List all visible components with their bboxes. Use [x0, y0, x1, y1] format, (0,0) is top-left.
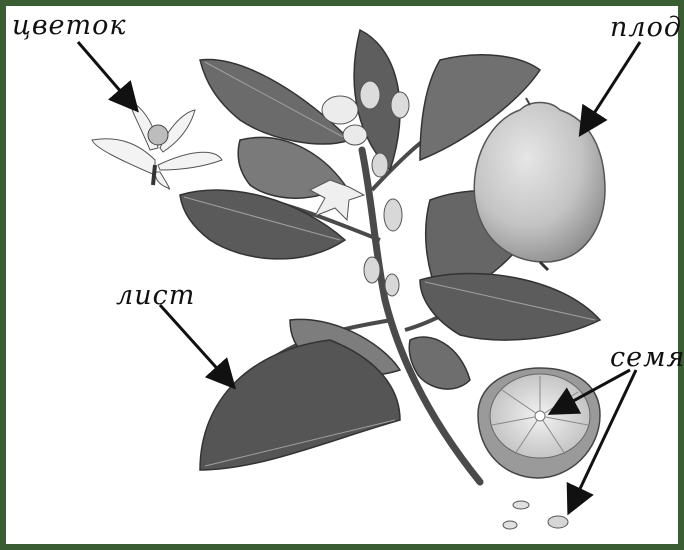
lemon-half — [478, 368, 600, 478]
label-seed: семя — [610, 344, 684, 371]
arrow-flower — [78, 42, 135, 108]
arrow-leaf — [160, 305, 232, 385]
label-flower: цветок — [12, 12, 127, 39]
label-fruit: плод — [610, 14, 682, 41]
lemon-plant-illustration — [6, 6, 678, 544]
flower-detail — [92, 100, 222, 189]
seeds — [503, 501, 568, 529]
label-leaf: лист — [116, 282, 195, 309]
arrow-fruit — [582, 42, 640, 132]
